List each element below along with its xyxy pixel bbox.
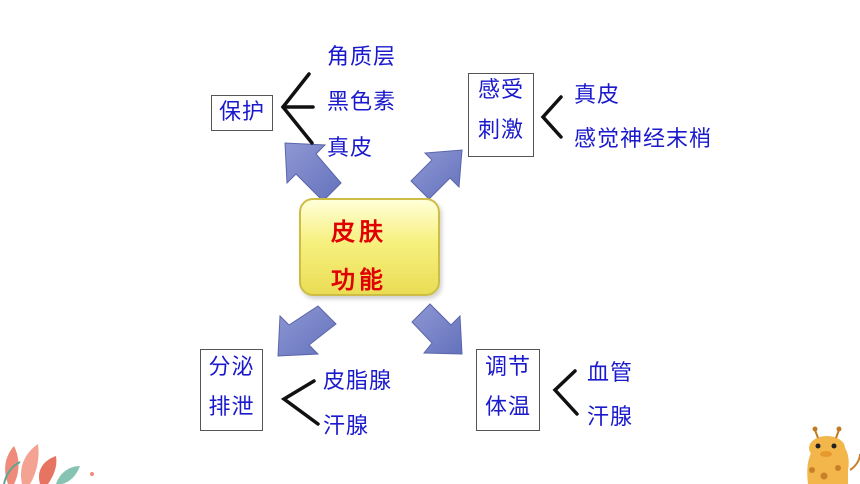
sense-item-1: 真皮 xyxy=(574,83,621,108)
center-label-line2: 功能 xyxy=(331,266,387,294)
regulate-item-1: 血管 xyxy=(587,361,634,386)
leaf-decoration xyxy=(3,444,94,484)
protect-item-1: 角质层 xyxy=(327,45,397,70)
bracket-secrete xyxy=(280,379,320,426)
protect-label: 保护 xyxy=(218,100,265,125)
protect-item-2: 黑色素 xyxy=(327,90,397,115)
secrete-label-line2: 排泄 xyxy=(208,395,255,420)
protect-item-3: 真皮 xyxy=(327,136,374,161)
regulate-label-line2: 体温 xyxy=(484,395,531,420)
secrete-label-box: 分泌 排泄 xyxy=(200,349,263,431)
secrete-item-2: 汗腺 xyxy=(323,414,370,439)
regulate-label-line1: 调节 xyxy=(484,355,531,380)
regulate-label-box: 调节 体温 xyxy=(476,349,540,431)
sense-label-line2: 刺激 xyxy=(477,118,524,143)
bracket-protect xyxy=(280,72,315,145)
secrete-label-line1: 分泌 xyxy=(208,355,255,380)
arrow-up-right xyxy=(410,149,463,200)
center-node xyxy=(299,198,440,296)
protect-label-box: 保护 xyxy=(211,95,273,131)
regulate-item-2: 汗腺 xyxy=(587,405,634,430)
giraffe-decoration xyxy=(807,426,860,484)
center-label-line1: 皮肤 xyxy=(331,218,387,246)
arrow-down-right xyxy=(411,303,463,355)
bracket-regulate xyxy=(552,369,579,416)
sense-label-line1: 感受 xyxy=(477,78,524,103)
arrow-up-left xyxy=(284,142,342,202)
secrete-item-1: 皮脂腺 xyxy=(323,369,393,394)
sense-item-2: 感觉神经末梢 xyxy=(574,127,713,152)
sense-label-box: 感受 刺激 xyxy=(468,73,534,157)
arrow-down-left xyxy=(277,305,337,357)
bracket-sense xyxy=(540,95,563,139)
